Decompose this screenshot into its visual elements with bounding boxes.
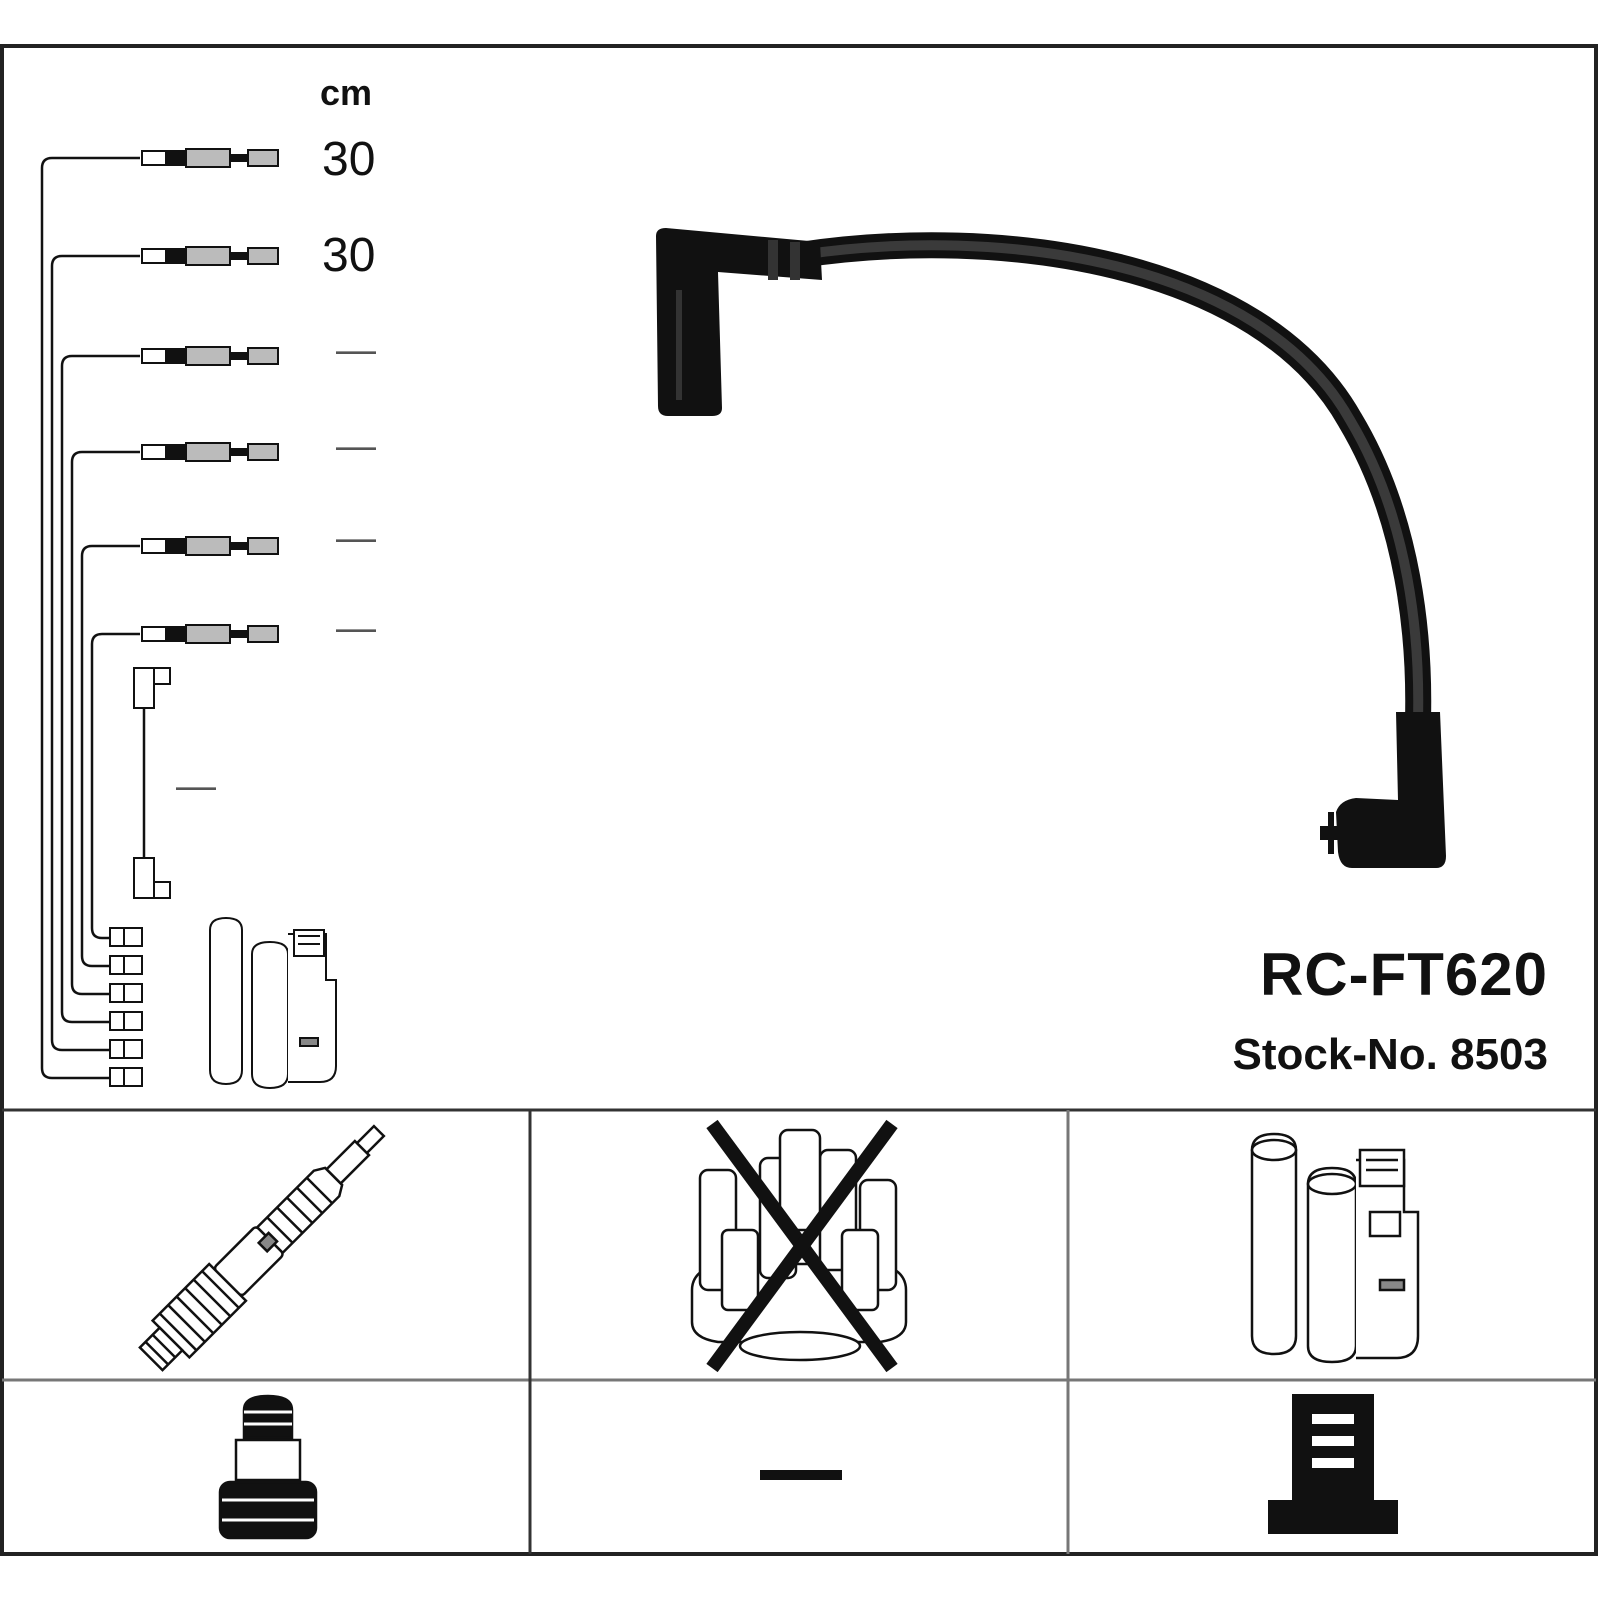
lead-connector-2 [141,246,279,266]
lead-length-2: 30 [322,229,376,282]
lead-schematic [40,156,140,1080]
excluded-cross-icon [706,1119,898,1373]
lead-connector-6 [141,624,279,644]
coil-lead-schematic [133,667,171,899]
lead-length-4: — [336,424,376,468]
lead-connector-4 [141,442,279,462]
lead-length-3: — [336,328,376,372]
unit-label: cm [320,72,373,113]
cable-boot-right [1336,712,1446,868]
lead-connector-1 [141,148,279,168]
screw-terminal-icon [218,1394,318,1540]
coil-pack-small [209,916,337,1090]
flat-terminal-icon [1268,1394,1398,1534]
spark-plug-icon [138,1124,386,1372]
lead-length-6: — [336,606,376,650]
lead-connector-3 [141,346,279,366]
lead-length-1: 30 [322,133,376,186]
lead-connector-5 [141,536,279,556]
lead-length-5: — [336,516,376,560]
ignition-coil-icon [1250,1132,1420,1364]
ignition-cable-illustration [656,228,1446,868]
cable-boot-left [656,228,822,416]
stock-number: Stock-No. 8503 [1232,1030,1548,1079]
cap-end-none-icon [760,1470,842,1480]
cap-terminals [109,927,143,1087]
outer-frame [0,44,1598,1556]
lead-connectors [141,148,279,644]
coil-lead-length: — [176,764,216,808]
product-code: RC-FT620 [1259,941,1548,1008]
